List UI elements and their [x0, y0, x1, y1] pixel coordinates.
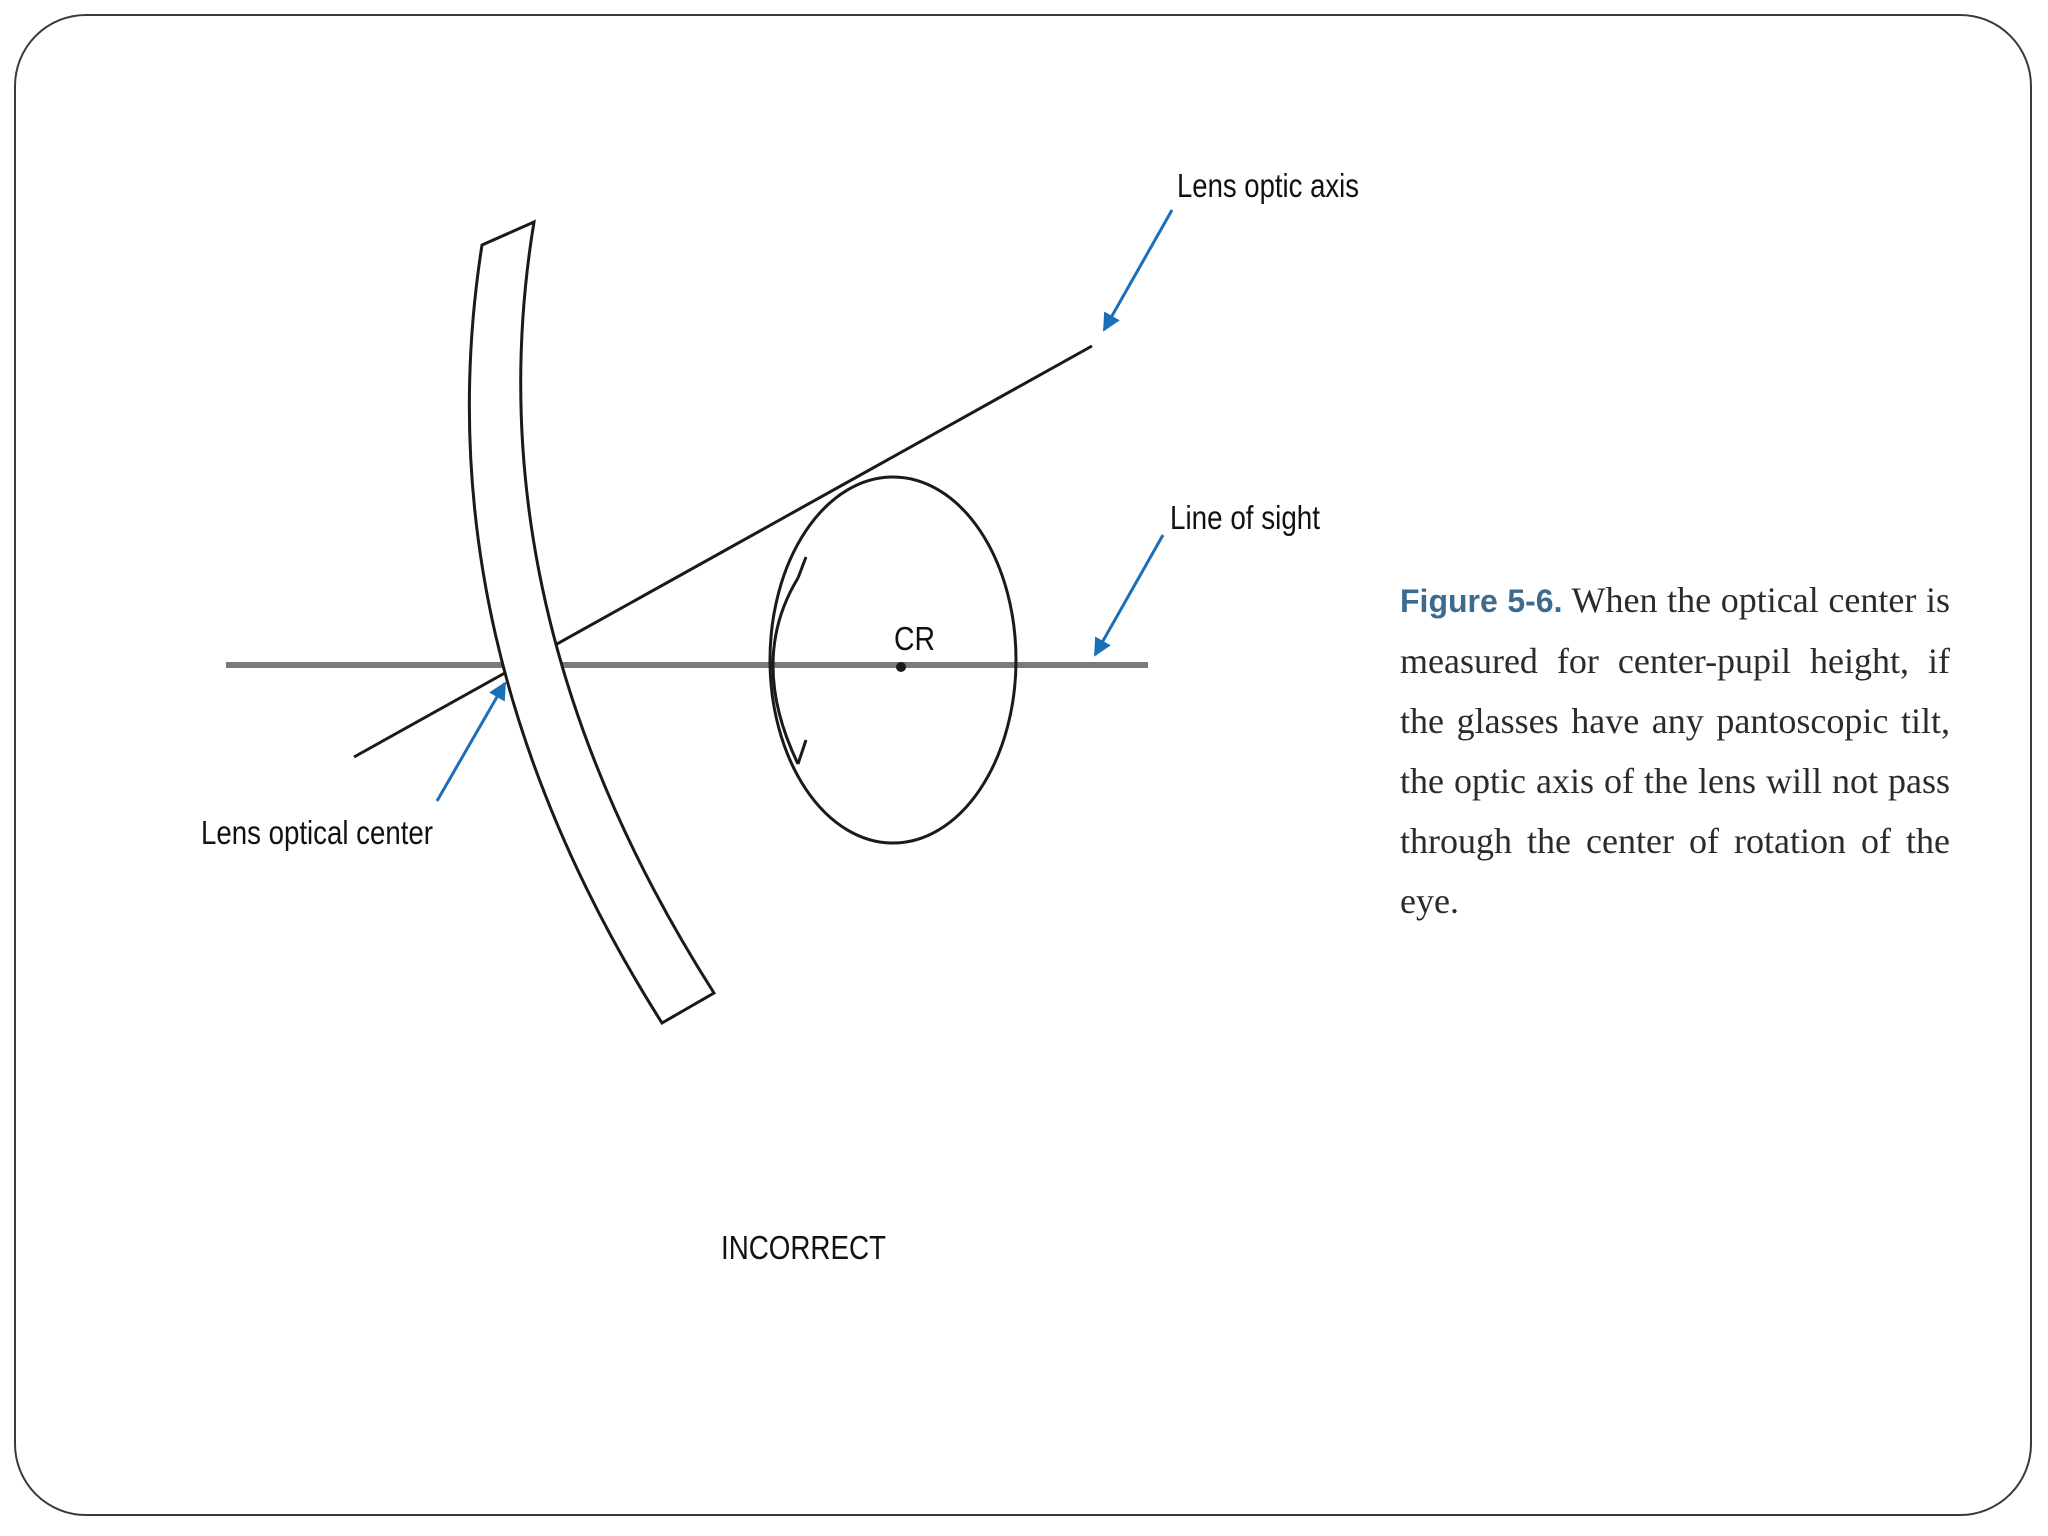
eye-globe: [768, 475, 1018, 845]
caption-text: When the optical center is measured for …: [1400, 580, 1950, 921]
figure-caption: Figure 5-6. When the optical center is m…: [1400, 570, 1950, 931]
figure-number: Figure 5-6.: [1400, 583, 1563, 619]
lens-shape: [467, 219, 717, 1026]
lens-optical-center-label: Lens optical center: [201, 814, 433, 851]
center-of-rotation-label: CR: [894, 620, 935, 657]
center-of-rotation-dot: [896, 662, 906, 672]
optic-axis-arrow: [1102, 209, 1174, 332]
slide-frame: [14, 14, 2032, 1516]
lens-optic-axis-label: Lens optic axis: [1177, 167, 1359, 204]
optical-center-arrow: [435, 681, 507, 802]
cornea: [771, 577, 800, 765]
line-of-sight-arrow: [1093, 534, 1165, 657]
lens-optic-axis-line: [353, 344, 1093, 759]
eye: [768, 475, 1018, 845]
line-of-sight-label: Line of sight: [1170, 499, 1320, 536]
verdict-label: INCORRECT: [721, 1229, 886, 1266]
